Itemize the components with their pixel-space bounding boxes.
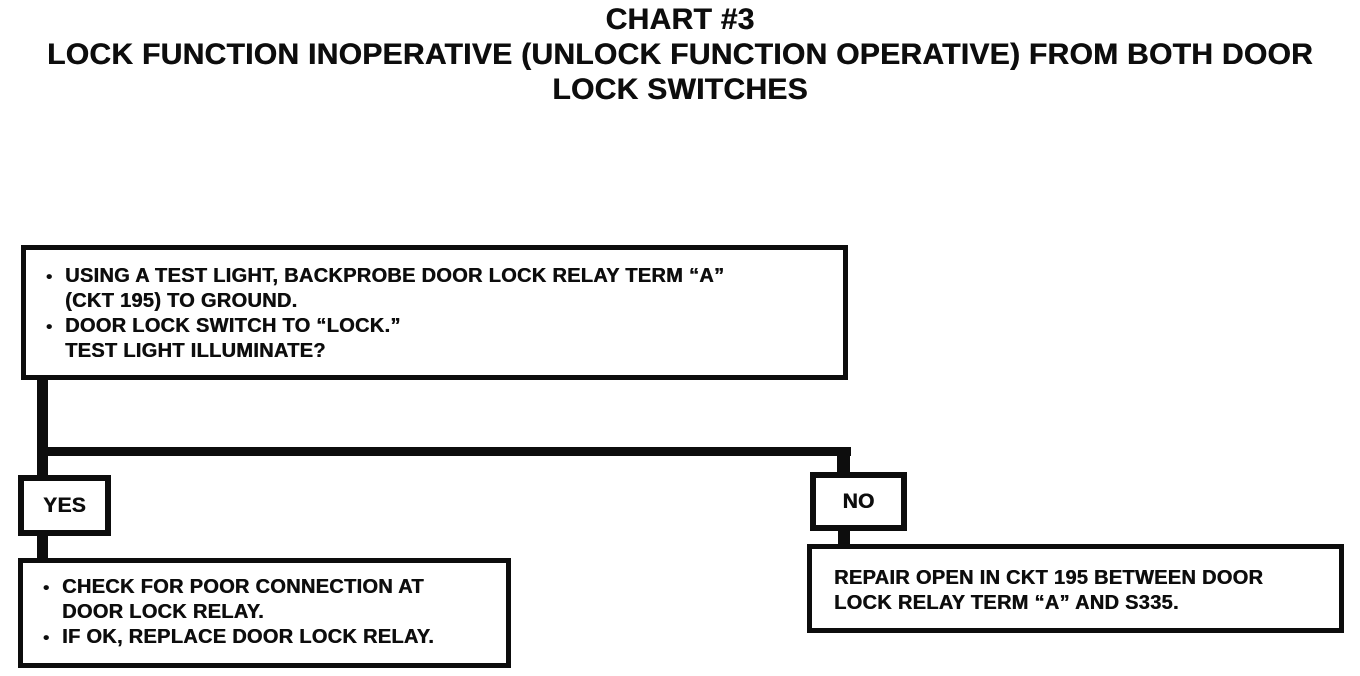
bullet-text: DOOR LOCK SWITCH TO “LOCK.” TEST LIGHT I… bbox=[65, 314, 835, 364]
bullet-text-line: USING A TEST LIGHT, BACKPROBE DOOR LOCK … bbox=[65, 265, 725, 287]
bullet-text-line: CHECK FOR POOR CONNECTION AT bbox=[62, 576, 424, 598]
bullet-text-line: IF OK, REPLACE DOOR LOCK RELAY. bbox=[62, 626, 434, 648]
chart-title-block: CHART #3 LOCK FUNCTION INOPERATIVE (UNLO… bbox=[0, 2, 1360, 107]
no-label: NO bbox=[842, 489, 875, 513]
bullet-text: CHECK FOR POOR CONNECTION AT DOOR LOCK R… bbox=[62, 575, 500, 625]
yes-result-box: • CHECK FOR POOR CONNECTION AT DOOR LOCK… bbox=[18, 558, 511, 668]
question-bullet-item: • DOOR LOCK SWITCH TO “LOCK.” TEST LIGHT… bbox=[46, 314, 835, 364]
chart-number: CHART #3 bbox=[605, 3, 755, 36]
bullet-text-line: TEST LIGHT ILLUMINATE? bbox=[65, 340, 326, 362]
step1-question-box: • USING A TEST LIGHT, BACKPROBE DOOR LOC… bbox=[21, 245, 848, 380]
no-result-box: REPAIR OPEN IN CKT 195 BETWEEN DOOR LOCK… bbox=[807, 544, 1344, 633]
connector-question-to-branch bbox=[37, 377, 48, 476]
yes-result-bullet-item: • IF OK, REPLACE DOOR LOCK RELAY. bbox=[43, 625, 500, 650]
bullet-text-line: DOOR LOCK RELAY. bbox=[62, 601, 264, 623]
bullet-icon: • bbox=[46, 267, 53, 286]
connector-branch-horizontal bbox=[37, 447, 851, 456]
connector-no-to-result bbox=[838, 528, 850, 545]
bullet-icon: • bbox=[43, 578, 50, 597]
bullet-text-line: (CKT 195) TO GROUND. bbox=[65, 290, 298, 312]
connector-yes-to-result bbox=[37, 533, 48, 559]
bullet-icon: • bbox=[46, 317, 53, 336]
yes-result-bullet-item: • CHECK FOR POOR CONNECTION AT DOOR LOCK… bbox=[43, 575, 500, 625]
bullet-text: USING A TEST LIGHT, BACKPROBE DOOR LOCK … bbox=[65, 264, 835, 314]
connector-branch-to-no bbox=[837, 447, 850, 473]
no-branch-label-box: NO bbox=[810, 472, 907, 531]
question-bullet-item: • USING A TEST LIGHT, BACKPROBE DOOR LOC… bbox=[46, 264, 835, 314]
yes-branch-label-box: YES bbox=[18, 475, 111, 536]
chart-title-line-2: LOCK SWITCHES bbox=[552, 73, 808, 106]
no-result-line: LOCK RELAY TERM “A” AND S335. bbox=[834, 592, 1179, 614]
chart-title-line-1: LOCK FUNCTION INOPERATIVE (UNLOCK FUNCTI… bbox=[47, 38, 1313, 71]
bullet-text: IF OK, REPLACE DOOR LOCK RELAY. bbox=[62, 625, 500, 650]
yes-label: YES bbox=[43, 493, 86, 517]
no-result-line: REPAIR OPEN IN CKT 195 BETWEEN DOOR bbox=[834, 567, 1264, 589]
bullet-text-line: DOOR LOCK SWITCH TO “LOCK.” bbox=[65, 315, 401, 337]
bullet-icon: • bbox=[43, 628, 50, 647]
